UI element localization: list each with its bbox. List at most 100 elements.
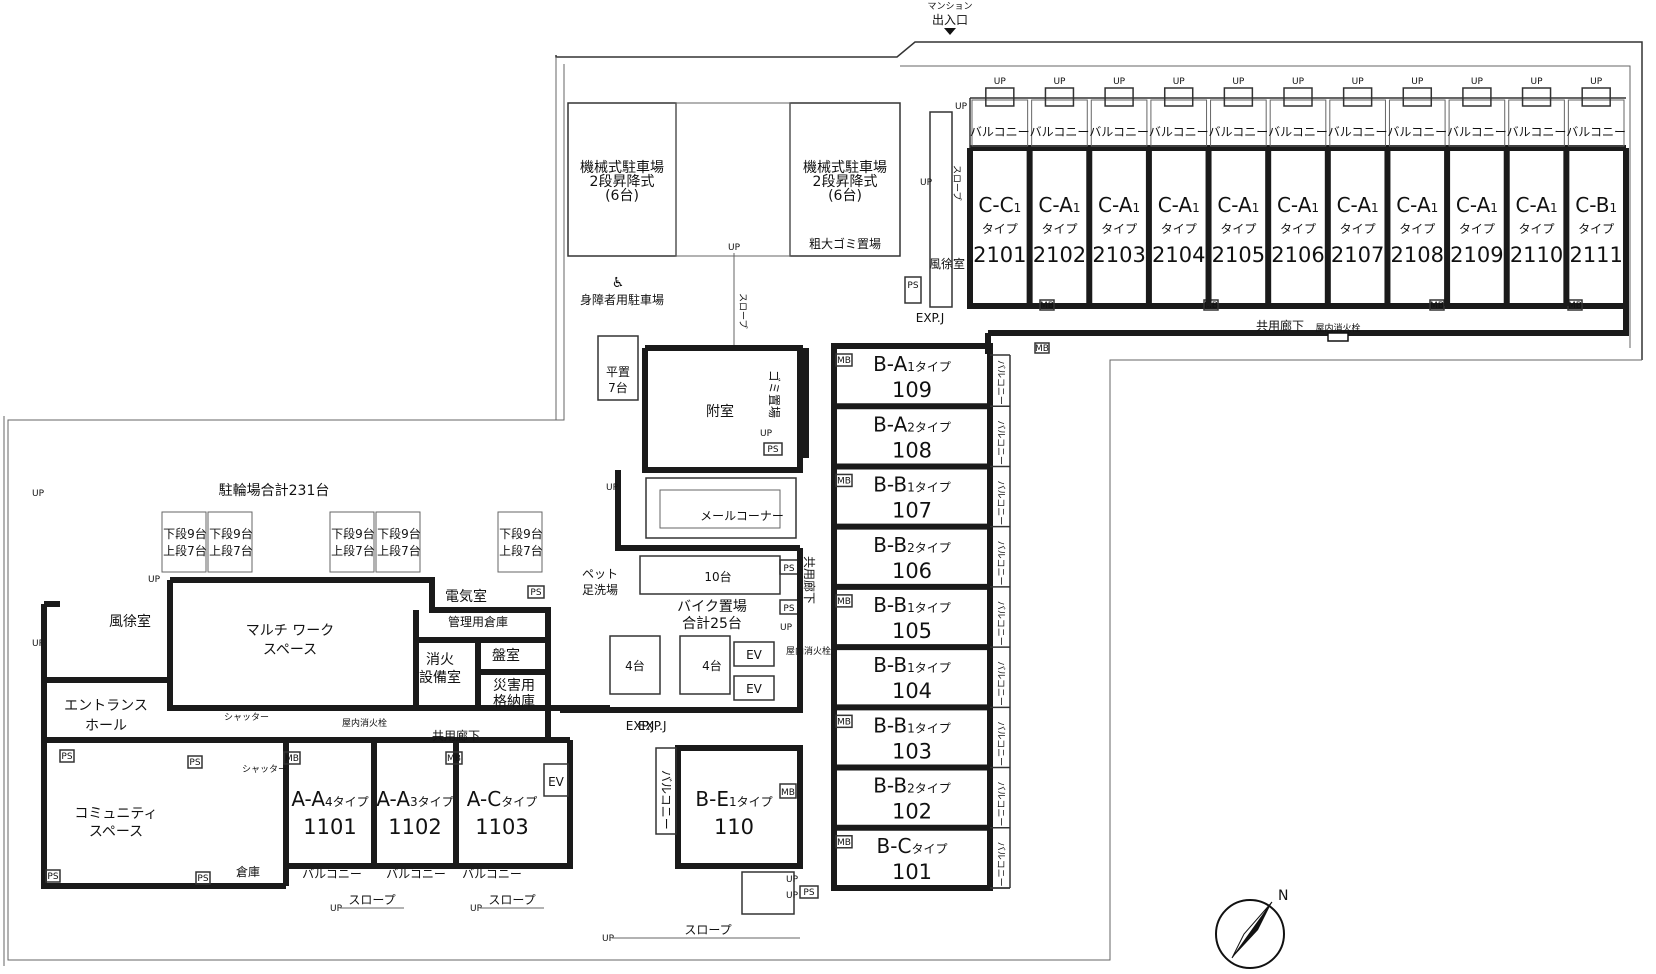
c-type-2104: C-A1: [1158, 193, 1200, 217]
c-type-2110: C-A1: [1516, 193, 1558, 217]
mech-parking-1-line2: 2段昇降式: [590, 174, 655, 190]
b-type-106: B-B2タイプ: [873, 533, 951, 557]
c-type-2103-sub: 1: [1132, 201, 1140, 215]
c-balcony-2104: バルコニー: [1149, 125, 1209, 139]
pet-line2: 足洗場: [582, 583, 618, 597]
be-up-2: UP: [786, 891, 799, 901]
c-type-2101-code: C-C: [978, 193, 1013, 217]
rack-line2-2: 上段7台: [209, 543, 253, 558]
c-type-2102-sub: 1: [1073, 201, 1081, 215]
c-type-2108-code: C-A: [1396, 193, 1431, 217]
storage-label: 倉庫: [236, 864, 260, 879]
c-up-2109: UP: [1471, 77, 1484, 87]
c-corridor-label: 共用廊下: [1256, 318, 1304, 333]
core-up-2: UP: [606, 483, 619, 493]
disaster-line1: 災害用: [493, 678, 535, 694]
rack-line1-4: 下段9台: [377, 526, 421, 541]
b-corridor-label: 共用廊下: [802, 556, 817, 604]
a-number-1101: 1101: [303, 815, 356, 839]
b-mb-103: MB: [837, 717, 851, 727]
c-typeword-2105: タイプ: [1220, 222, 1256, 236]
entrance-marker: マンション 出入口: [927, 2, 973, 35]
bike-area-line1: バイク置場: [677, 599, 747, 615]
b-type-107-code: B-B: [873, 473, 907, 497]
c-up-2107: UP: [1352, 77, 1365, 87]
c-up-label: UP: [955, 102, 968, 112]
c-number-2106: 2106: [1271, 243, 1324, 267]
b-type-108-sub: 2: [907, 420, 915, 434]
c-typeword-2108: タイプ: [1399, 222, 1435, 236]
c-type-2107: C-A1: [1337, 193, 1379, 217]
b-number-107: 107: [892, 499, 932, 523]
shutter-label-2: シャッター: [242, 764, 287, 775]
b-type-104-sub: 1: [907, 661, 915, 675]
community-line2: スペース: [89, 824, 143, 840]
core-ps: PS: [767, 445, 778, 455]
b-balcony-105: バルコニー: [995, 601, 1006, 646]
rack-line2-1: 上段7台: [163, 543, 207, 558]
a-type-1103-word: タイプ: [501, 795, 537, 809]
disaster-line2: 格納庫: [493, 693, 535, 710]
a-balcony-2: バルコニー: [386, 867, 446, 881]
c-type-2107-sub: 1: [1371, 201, 1379, 215]
c-balcony-2109: バルコニー: [1447, 125, 1507, 139]
c-type-2107-code: C-A: [1337, 193, 1372, 217]
a-type-1102-sub: 3: [410, 795, 418, 809]
c-up-2102: UP: [1053, 77, 1066, 87]
b-type-104-code: B-B: [873, 653, 907, 677]
c-balcony-2101: バルコニー: [970, 125, 1030, 139]
c-typeword-2101: タイプ: [982, 222, 1018, 236]
a-slope-2: スロープ: [488, 893, 535, 907]
b-type-107-word: タイプ: [915, 481, 951, 495]
b-balcony-107: バルコニー: [995, 480, 1006, 525]
c-type-2109-sub: 1: [1490, 201, 1498, 215]
be-number: 110: [714, 815, 754, 839]
c-number-2111: 2111: [1569, 243, 1622, 267]
c-mb-1: MB: [1040, 301, 1054, 311]
b-number-103: 103: [892, 739, 932, 763]
wheelchair-icon: ♿: [612, 275, 625, 291]
c-type-2104-sub: 1: [1192, 201, 1200, 215]
a-type-1101-word: タイプ: [333, 795, 369, 809]
c-number-2104: 2104: [1152, 243, 1205, 267]
c-typeword-2111: タイプ: [1578, 222, 1614, 236]
core-expj: EXP.J: [626, 719, 655, 733]
b-number-104: 104: [892, 679, 932, 703]
b-type-102: B-B2タイプ: [873, 774, 951, 798]
c-type-2109: C-A1: [1456, 193, 1498, 217]
b-type-103: B-B1タイプ: [873, 713, 951, 737]
c-type-2101-sub: 1: [1014, 201, 1022, 215]
a-up-3: UP: [602, 934, 615, 944]
c-hydrant-label: 屋内消火栓: [1315, 322, 1360, 334]
be-balcony: バルコニー: [659, 770, 673, 830]
c-type-2104-code: C-A: [1158, 193, 1193, 217]
b-type-109-code: B-A: [873, 352, 907, 376]
rack-line2-4: 上段7台: [377, 543, 421, 558]
c-mb-3: MB: [1430, 301, 1444, 311]
b-type-101: B-Cタイプ: [877, 834, 948, 858]
c-number-2103: 2103: [1092, 243, 1145, 267]
b-balcony-103: バルコニー: [995, 721, 1006, 766]
b-type-103-word: タイプ: [915, 721, 951, 735]
b-number-106: 106: [892, 559, 932, 583]
b-balcony-101: バルコニー: [995, 842, 1006, 887]
be-mb: MB: [781, 788, 795, 798]
